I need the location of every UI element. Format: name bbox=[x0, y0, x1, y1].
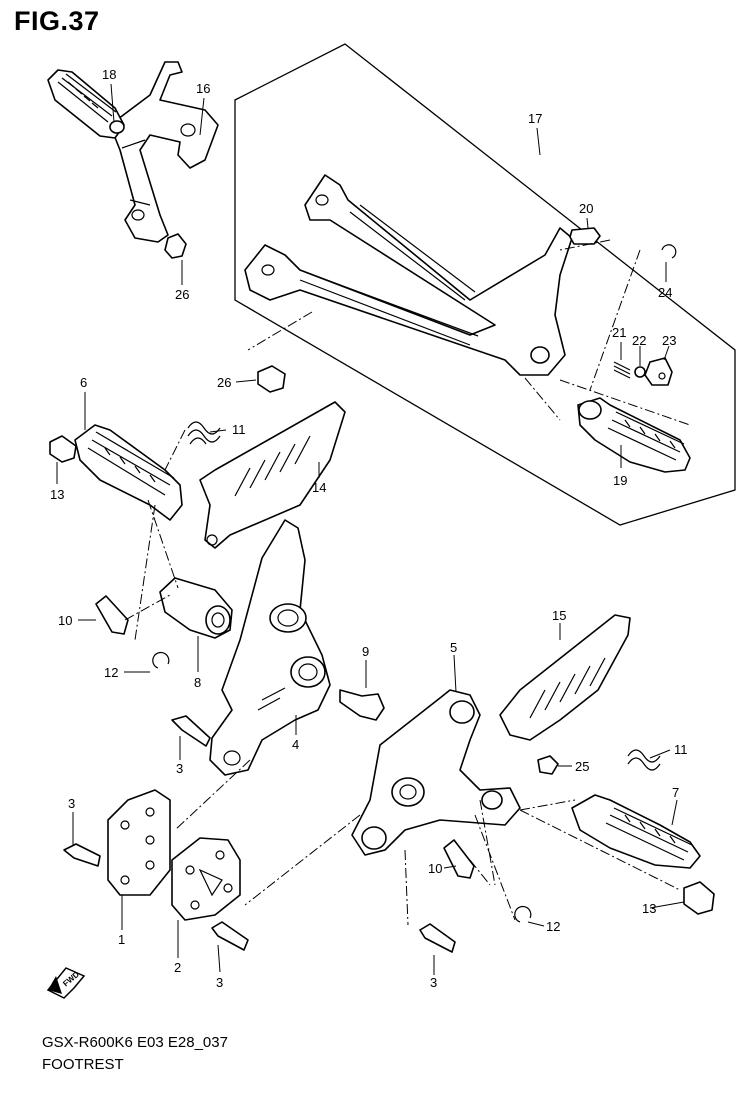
rear-footrest-assembly-upper bbox=[47, 61, 219, 259]
callout-11-right: 11 bbox=[674, 742, 688, 757]
model-code: GSX-R600K6 E03 E28_037 bbox=[42, 1034, 228, 1051]
callout-26-upper: 26 bbox=[175, 287, 189, 302]
callout-3-b: 3 bbox=[68, 796, 75, 811]
callout-7: 7 bbox=[672, 785, 679, 800]
callout-4: 4 bbox=[292, 737, 299, 752]
callout-24: 23 bbox=[662, 333, 676, 348]
callout-1: 1 bbox=[118, 932, 125, 947]
callout-10-right: 10 bbox=[428, 861, 442, 876]
callout-15: 15 bbox=[552, 608, 566, 623]
leader-lines bbox=[56, 83, 685, 975]
callout-3-a: 3 bbox=[176, 761, 183, 776]
callout-14: 14 bbox=[312, 480, 326, 495]
callout-13-left: 13 bbox=[50, 487, 64, 502]
callout-5: 5 bbox=[450, 640, 457, 655]
callout-26-lower: 26 bbox=[217, 375, 231, 390]
callout-labels: 18 16 26 17 20 24 21 22 23 19 26 6 13 11… bbox=[50, 67, 688, 990]
assembly-lines bbox=[124, 239, 691, 926]
callout-3-c: 3 bbox=[216, 975, 223, 990]
callout-23: 22 bbox=[632, 333, 646, 348]
callout-18: 17 bbox=[528, 111, 542, 126]
callout-20: 19 bbox=[613, 473, 627, 488]
bolt-26-lower bbox=[257, 365, 286, 393]
front-footrest-right bbox=[351, 614, 715, 953]
figure-title: FIG.37 bbox=[14, 6, 100, 36]
callout-9: 9 bbox=[362, 644, 369, 659]
rear-footrest-bracket bbox=[244, 174, 691, 473]
callout-12-left: 12 bbox=[104, 665, 118, 680]
callout-11-left: 11 bbox=[232, 422, 246, 437]
assembly-outline-18 bbox=[234, 43, 736, 526]
callout-12-right: 12 bbox=[546, 919, 560, 934]
callout-10-left: 10 bbox=[58, 613, 72, 628]
callout-13-right: 13 bbox=[642, 901, 656, 916]
callout-17: 16 bbox=[196, 81, 210, 96]
callout-25: 24 bbox=[658, 285, 672, 300]
callout-8: 8 bbox=[194, 675, 201, 690]
callout-21: 20 bbox=[579, 201, 593, 216]
callout-2: 2 bbox=[174, 960, 181, 975]
front-footrest-left bbox=[49, 401, 385, 951]
callout-22: 21 bbox=[612, 325, 626, 340]
callout-16: 25 bbox=[575, 759, 589, 774]
callout-6: 6 bbox=[80, 375, 87, 390]
fwd-arrow-icon: FWD bbox=[46, 967, 86, 999]
callout-3-d: 3 bbox=[430, 975, 437, 990]
figure-caption: FOOTREST bbox=[42, 1056, 124, 1073]
callout-19: 18 bbox=[102, 67, 116, 82]
